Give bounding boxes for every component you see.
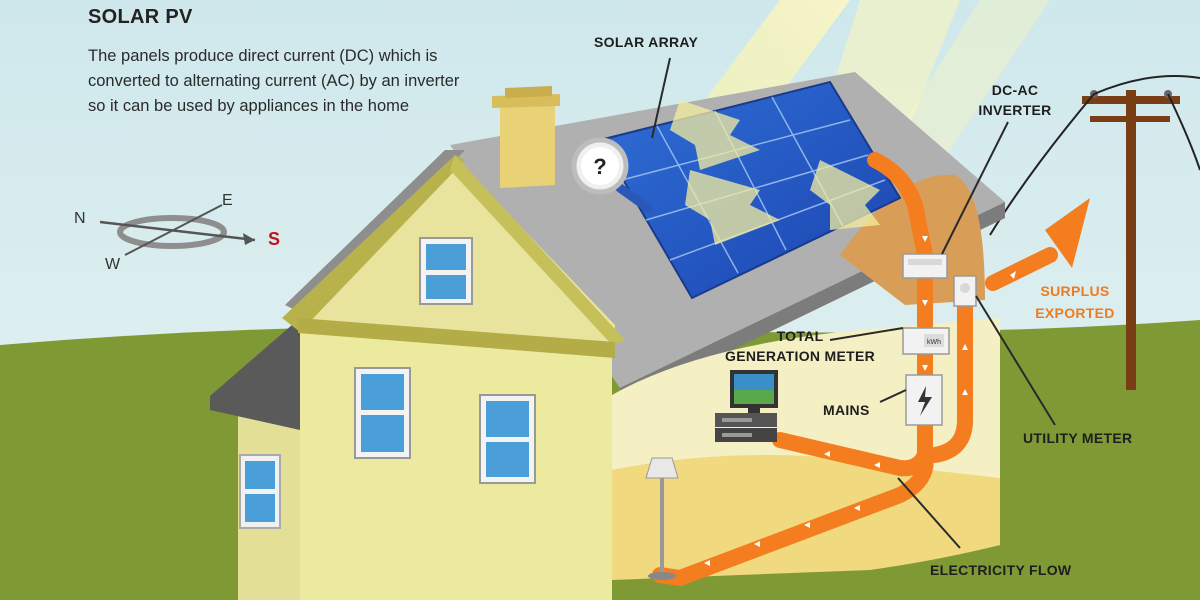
utility-meter-label: UTILITY METER [1023,430,1133,446]
description-text: The panels produce direct current (DC) w… [88,47,460,115]
total-generation-meter-label: TOTAL GENERATION METER [725,328,875,364]
page-title: SOLAR PV [88,6,193,28]
panel-question-mark: ? [593,154,606,179]
utility-meter [953,275,977,307]
surplus-exported-label: SURPLUS EXPORTED [1035,283,1115,321]
front-wall [300,325,612,600]
compass-east: E [222,192,233,209]
electricity-flow-label: ELECTRICITY FLOW [930,562,1072,578]
compass-south: S [268,229,281,249]
gable-trim [450,155,625,345]
dc-ac-inverter [902,253,948,279]
meter-display: kWh [927,339,941,346]
mains-box [905,374,943,426]
compass-west: W [105,256,121,273]
window [479,394,536,484]
computer-icon [715,370,778,442]
compass-north: N [74,210,86,227]
electricity-flow-paths [652,152,1058,586]
sunlight-arrows [670,100,880,245]
compass-icon [99,204,256,256]
flow-direction-marks [704,236,1016,566]
magnifier-icon: ? [571,137,653,213]
floor-lamp-icon [645,457,679,580]
leader-lines [651,57,1056,549]
total-generation-meter: kWh [902,327,950,355]
solar-array-label: SOLAR ARRAY [594,34,699,50]
window [354,367,411,459]
window [419,237,473,305]
wall-band [298,318,615,358]
chimney [492,86,560,188]
inverter-label: DC-AC INVERTER [978,82,1052,118]
lightning-icon [918,386,932,416]
surplus-arrow-head [1045,198,1090,268]
mains-label: MAINS [823,402,870,418]
loft-space [840,174,985,305]
gable-trim [282,155,465,332]
